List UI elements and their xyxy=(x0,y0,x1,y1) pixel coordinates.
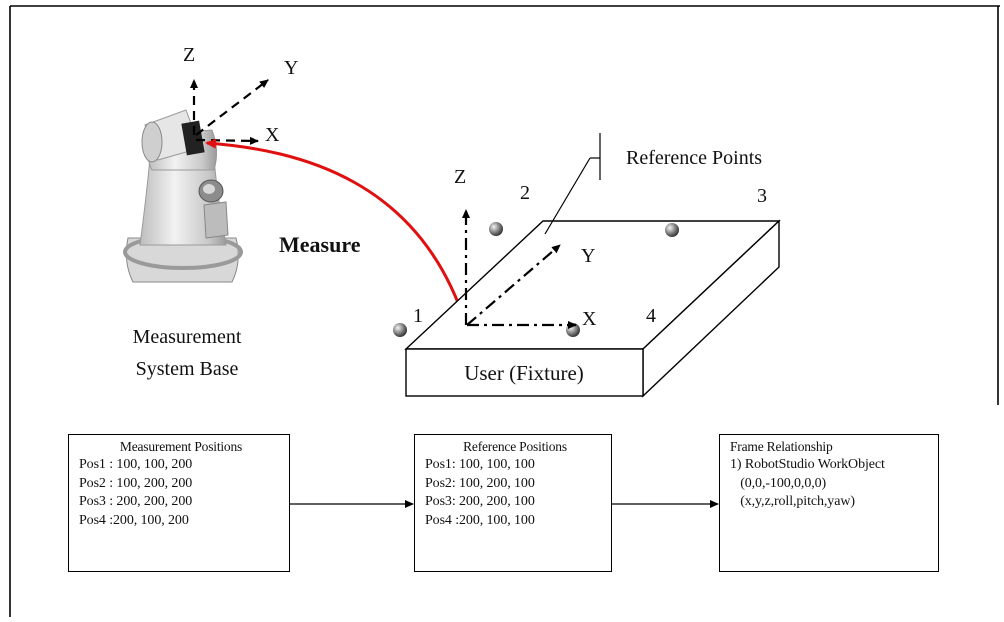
reference-points-leader-line xyxy=(544,157,591,235)
frame-relationship-line-3: (x,y,z,roll,pitch,yaw) xyxy=(730,494,855,509)
measurement-positions-box: Measurement Positions Pos1 : 100, 100, 2… xyxy=(68,434,290,572)
frame-relationship-title: Frame Relationship xyxy=(730,439,833,454)
reference-point-2-marker xyxy=(489,222,503,236)
reference-position-2: Pos2: 100, 200, 100 xyxy=(425,475,535,491)
reference-points-label: Reference Points xyxy=(626,147,762,169)
frame-relationship-line-2: (0,0,-100,0,0,0) xyxy=(730,475,827,491)
reference-point-2-label: 2 xyxy=(520,182,530,204)
measurement-system-base-label-line2: System Base xyxy=(136,358,239,380)
measurement-positions-title: Measurement Positions xyxy=(119,439,243,454)
user-fixture-box xyxy=(404,219,781,398)
reference-point-3-marker xyxy=(665,223,679,237)
frame-relationship-line-1: 1) RobotStudio WorkObject xyxy=(730,457,885,472)
measurement-position-2: Pos2 : 100, 200, 200 xyxy=(79,475,193,491)
reference-position-1: Pos1: 100, 100, 100 xyxy=(425,457,535,472)
fixture-axes xyxy=(462,209,577,329)
fixture-y-axis-arrow xyxy=(466,244,561,326)
reference-position-3: Pos3: 200, 200, 100 xyxy=(425,494,535,509)
reference-point-3-label: 3 xyxy=(757,185,767,207)
fixture-axis-x-label: X xyxy=(582,308,597,330)
robot-axis-x-label: X xyxy=(265,124,280,146)
measurement-system-base-label-line1: Measurement xyxy=(133,326,242,348)
reference-point-4-label: 4 xyxy=(646,305,656,327)
reference-positions-title: Reference Positions xyxy=(463,439,567,454)
measure-label: Measure xyxy=(279,232,361,257)
robot-arm-image xyxy=(123,109,243,283)
reference-positions-box: Reference Positions Pos1: 100, 100, 100 … xyxy=(414,434,612,572)
reference-point-1-marker xyxy=(393,323,407,337)
frame-relationship-box: Frame Relationship 1) RobotStudio WorkOb… xyxy=(719,434,939,572)
robot-y-axis-arrow xyxy=(195,79,269,136)
robot-axis-z-label: Z xyxy=(183,44,195,66)
reference-point-1-label: 1 xyxy=(413,305,423,327)
measurement-position-3: Pos3 : 200, 200, 200 xyxy=(79,494,193,509)
measure-arrow xyxy=(205,138,468,326)
robot-axis-y-label: Y xyxy=(284,57,298,79)
measurement-position-1: Pos1 : 100, 100, 200 xyxy=(79,457,193,472)
fixture-axis-y-label: Y xyxy=(581,245,595,267)
user-fixture-label: User (Fixture) xyxy=(464,361,584,385)
fixture-axis-z-label: Z xyxy=(454,166,466,188)
reference-position-4: Pos4 :200, 100, 100 xyxy=(425,512,535,528)
measurement-position-4: Pos4 :200, 100, 200 xyxy=(79,512,189,528)
